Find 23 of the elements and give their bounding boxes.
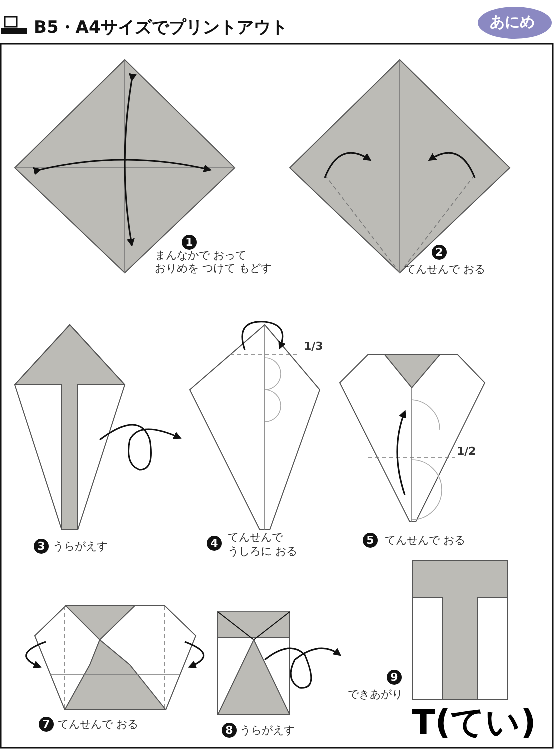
- instruction-text: てんせんで おる: [385, 534, 466, 548]
- step-number: 5: [363, 533, 378, 548]
- instruction-text: てんせんで おる: [405, 263, 486, 277]
- letter-title: T(てい): [412, 703, 536, 743]
- instruction-text: まんなかで おって: [155, 249, 248, 263]
- step-number: 4: [207, 536, 222, 551]
- step-number: 8: [222, 723, 237, 738]
- instruction-text: うらがえす: [240, 724, 296, 738]
- instruction-text: てんせんで: [228, 531, 284, 545]
- fraction-label: 1/3: [304, 340, 324, 354]
- step-number: 7: [39, 717, 54, 732]
- step-number: 1: [182, 235, 197, 250]
- instruction-text: うしろに おる: [228, 545, 298, 559]
- instruction-text: おりめを つけて もどす: [155, 262, 273, 276]
- step-number: 2: [432, 245, 447, 260]
- step-number: 9: [387, 670, 402, 685]
- instruction-text: できあがり: [348, 688, 404, 702]
- fraction-label: 1/2: [457, 445, 476, 459]
- category-label: あにめ: [490, 12, 535, 32]
- step-number: 3: [34, 539, 49, 554]
- instruction-text: うらがえす: [53, 540, 109, 554]
- instruction-text: てんせんで おる: [58, 718, 140, 732]
- page-title: B5・A4サイズでプリントアウト: [34, 17, 288, 39]
